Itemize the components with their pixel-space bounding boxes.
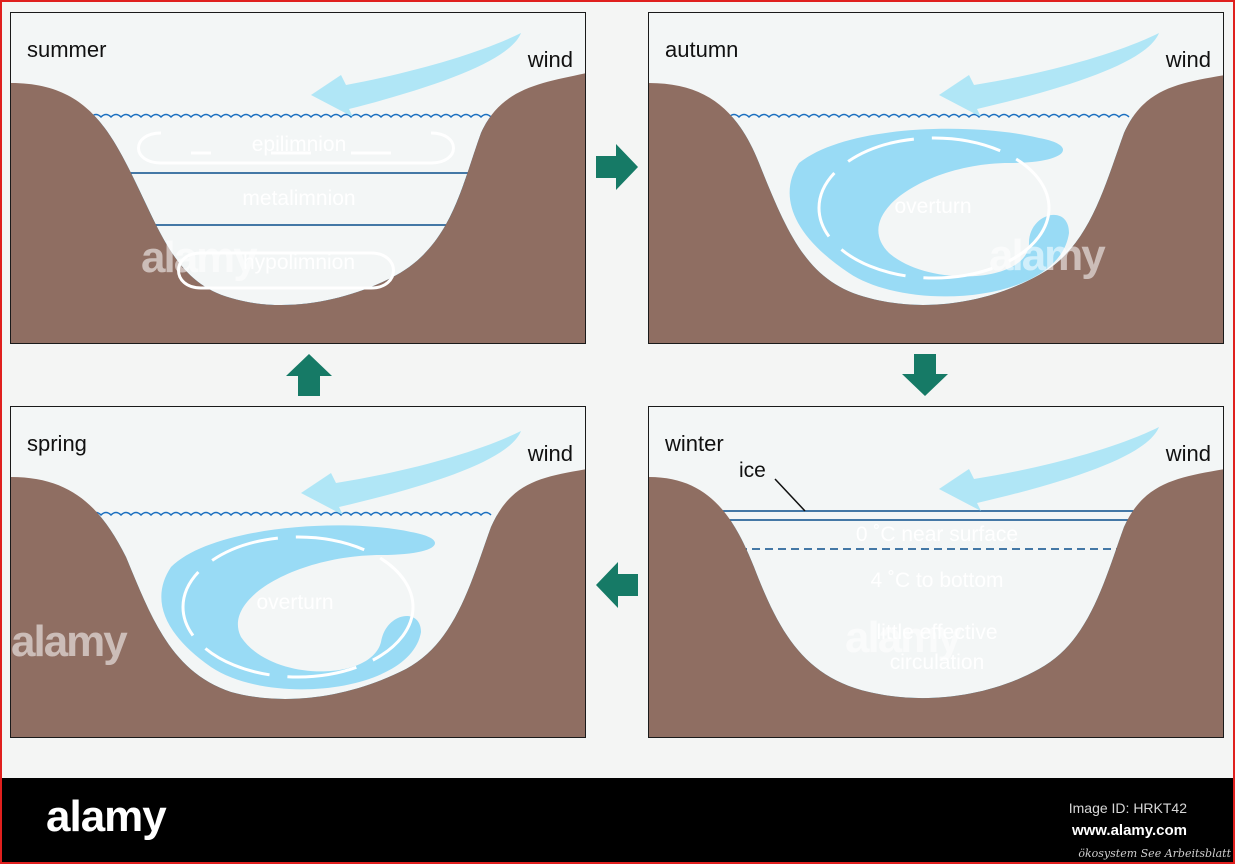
circulation-line1: little effective (876, 621, 998, 644)
spring-wind-label: wind (527, 441, 573, 466)
footer-bar: alamy Image ID: HRKT42 www.alamy.com öko… (2, 778, 1233, 862)
site-url: www.alamy.com (1071, 822, 1187, 839)
summer-scene (11, 33, 585, 343)
winter-wind-label: wind (1165, 441, 1211, 466)
panel-winter: winter wind ice 0 ˚C near surface 4 ˚C t… (648, 406, 1224, 738)
ice-label: ice (739, 459, 766, 482)
spring-overturn-label: overturn (256, 591, 334, 614)
summer-wind-label: wind (527, 47, 573, 72)
spring-label: spring (27, 431, 87, 456)
autumn-overturn-label: overturn (894, 195, 972, 218)
autumn-wind-label: wind (1165, 47, 1211, 72)
hypolimnion-label: hypolimnion (242, 251, 356, 274)
autumn-scene (649, 33, 1223, 343)
arrow-down-icon (902, 354, 948, 396)
panel-summer: summer wind epilimnion metalimnion hypol… (10, 12, 586, 344)
arrow-left-icon (596, 562, 638, 608)
image-id: Image ID: HRKT42 (1068, 800, 1187, 816)
panel-autumn: autumn wind overturn alamy (648, 12, 1224, 344)
circulation-line2: circulation (889, 651, 985, 674)
credit-text: ökosystem See Arbeitsblatt (1078, 847, 1231, 860)
summer-label: summer (27, 37, 107, 62)
watermark: alamy (141, 233, 258, 282)
arrow-up-icon (286, 354, 332, 396)
autumn-label: autumn (665, 37, 739, 62)
watermark: alamy (845, 613, 962, 662)
watermark: alamy (11, 617, 128, 666)
winter-scene (649, 427, 1223, 737)
brand-logo: alamy (46, 792, 167, 841)
panel-spring: spring wind overturn alamy (10, 406, 586, 738)
epilimnion-label: epilimnion (251, 133, 347, 156)
bottom-label: 4 ˚C to bottom (870, 569, 1004, 592)
arrow-right-icon (596, 144, 638, 190)
spring-scene (11, 431, 585, 737)
metalimnion-label: metalimnion (242, 187, 356, 210)
watermark: alamy (989, 231, 1106, 280)
near-surface-label: 0 ˚C near surface (855, 523, 1019, 546)
winter-label: winter (665, 431, 724, 456)
